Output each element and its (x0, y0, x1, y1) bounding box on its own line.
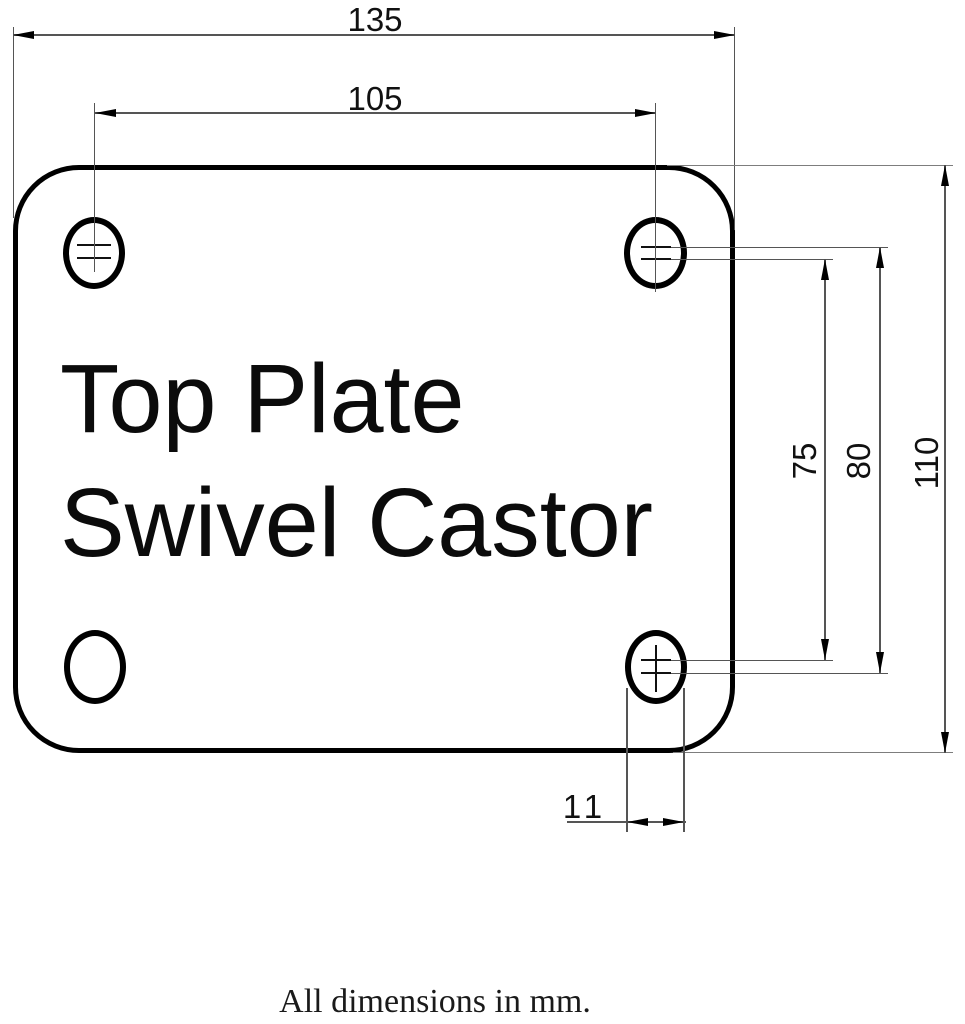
dimension-label-135: 135 (347, 1, 403, 38)
extension-line-110-top (667, 164, 953, 166)
drawing-title-line1: Top Plate (60, 344, 465, 453)
arrowhead-11-right (663, 818, 684, 826)
extension-line-135-right (733, 27, 735, 230)
center-mark-bottom-right-vertical (654, 645, 657, 692)
bolt-hole-bottom-left (64, 630, 126, 704)
extension-line-75-bottom (671, 659, 833, 661)
arrowhead-110-top (941, 165, 949, 186)
arrowhead-75-top (821, 259, 829, 280)
extension-line-105-left (93, 103, 96, 272)
arrowhead-75-bottom (821, 639, 829, 660)
extension-line-75-top (671, 258, 833, 260)
arrowhead-80-bottom (876, 652, 884, 673)
dimension-label-110: 110 (908, 436, 945, 490)
arrowhead-80-top (876, 247, 884, 268)
top-plate-outline (13, 165, 735, 753)
extension-line-110-bottom (673, 751, 953, 753)
extension-line-80-bottom (671, 672, 888, 674)
arrowhead-105-right (635, 109, 656, 117)
extension-line-105-right (654, 103, 657, 292)
extension-line-135-left (12, 27, 14, 218)
arrowhead-135-left (13, 31, 34, 39)
dimension-label-11: 11 (562, 788, 608, 825)
arrowhead-135-right (714, 31, 735, 39)
dimension-label-80: 80 (840, 442, 877, 480)
arrowhead-11-left (627, 818, 648, 826)
extension-line-11-left (626, 688, 628, 832)
dimension-label-105: 105 (347, 80, 403, 117)
dimension-line-110 (944, 165, 946, 753)
extension-line-11-right (683, 688, 685, 832)
units-caption: All dimensions in mm. (279, 983, 591, 1020)
dimension-line-75 (824, 259, 826, 660)
arrowhead-110-bottom (941, 732, 949, 753)
drawing-title: Top Plate Swivel Castor (60, 337, 653, 585)
drawing-title-line2: Swivel Castor (60, 468, 653, 577)
arrowhead-105-left (95, 109, 116, 117)
dimension-line-80 (879, 247, 881, 673)
dimension-label-75: 75 (786, 442, 823, 480)
extension-line-80-top (671, 246, 888, 248)
dimension-line-105 (95, 112, 656, 114)
dimension-line-11 (567, 821, 686, 823)
dimension-line-135 (13, 34, 735, 36)
